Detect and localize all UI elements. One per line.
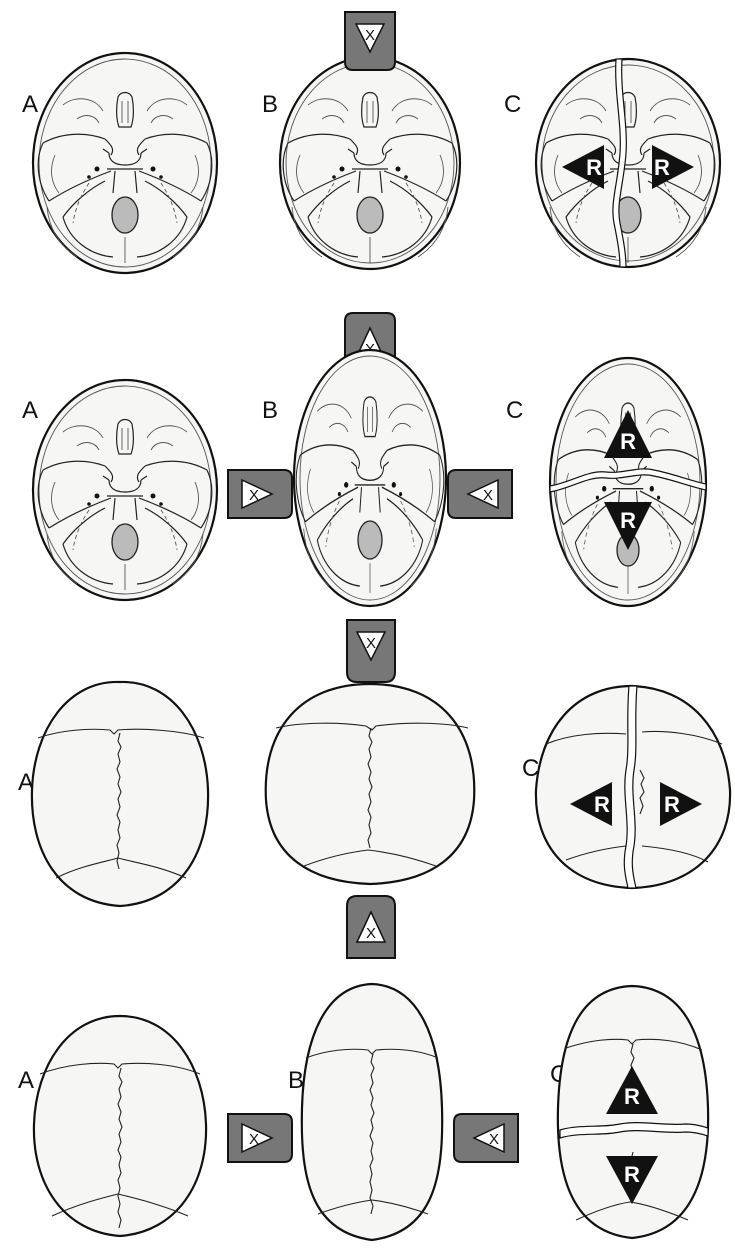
skull-vault-a [32,682,208,906]
panel-label-b: B [288,1067,304,1094]
force-marker-label: X [249,1131,259,1148]
force-plate-bottom: X [347,896,395,958]
result-marker-label: R [594,792,610,817]
force-marker-label: X [365,27,375,44]
panel-label-c: C [506,397,523,424]
force-plate-right: X [448,470,512,518]
panel-label-b: B [262,91,278,118]
force-marker-label: X [483,487,493,504]
skull-base-c: R R [550,358,706,606]
force-marker-label: X [366,635,376,652]
skull-base-b [294,350,446,606]
panel-label-a: A [22,397,38,424]
result-marker-label: R [654,155,670,180]
force-marker-label: X [489,1131,499,1148]
skull-vault-a [34,1016,206,1236]
skull-vault-b [302,984,442,1240]
result-marker-label: R [620,429,636,454]
result-marker-label: R [624,1084,640,1109]
row-2: A B C X X [22,350,706,606]
force-plate-left: X [228,470,292,518]
result-marker-label: R [586,155,602,180]
force-plate-top: X [345,12,395,70]
result-marker-label: R [624,1162,640,1187]
panel-label-a: A [18,1067,34,1094]
result-marker-label: R [620,508,636,533]
row-3: A B C X X [18,620,730,958]
skull-base-b [280,57,460,269]
panel-label-a: A [22,91,38,118]
force-plate-left: X [228,1114,292,1162]
row-1: A B C X X [22,12,720,372]
force-marker-label: X [366,925,376,942]
force-marker-label: X [249,487,259,504]
skull-vault-c: R R [536,686,730,888]
result-marker-label: R [664,792,680,817]
skull-base-a [33,380,217,600]
skull-base-c: R R [536,59,720,267]
skull-vault-b [266,684,475,884]
force-plate-right: X [454,1114,518,1162]
skull-base-a [33,53,217,273]
skull-vault-c: R R [558,986,708,1238]
row-4: A B C X X [18,984,708,1240]
panel-label-c: C [504,91,521,118]
panel-label-b: B [262,397,278,424]
force-plate-top: X [347,620,395,682]
